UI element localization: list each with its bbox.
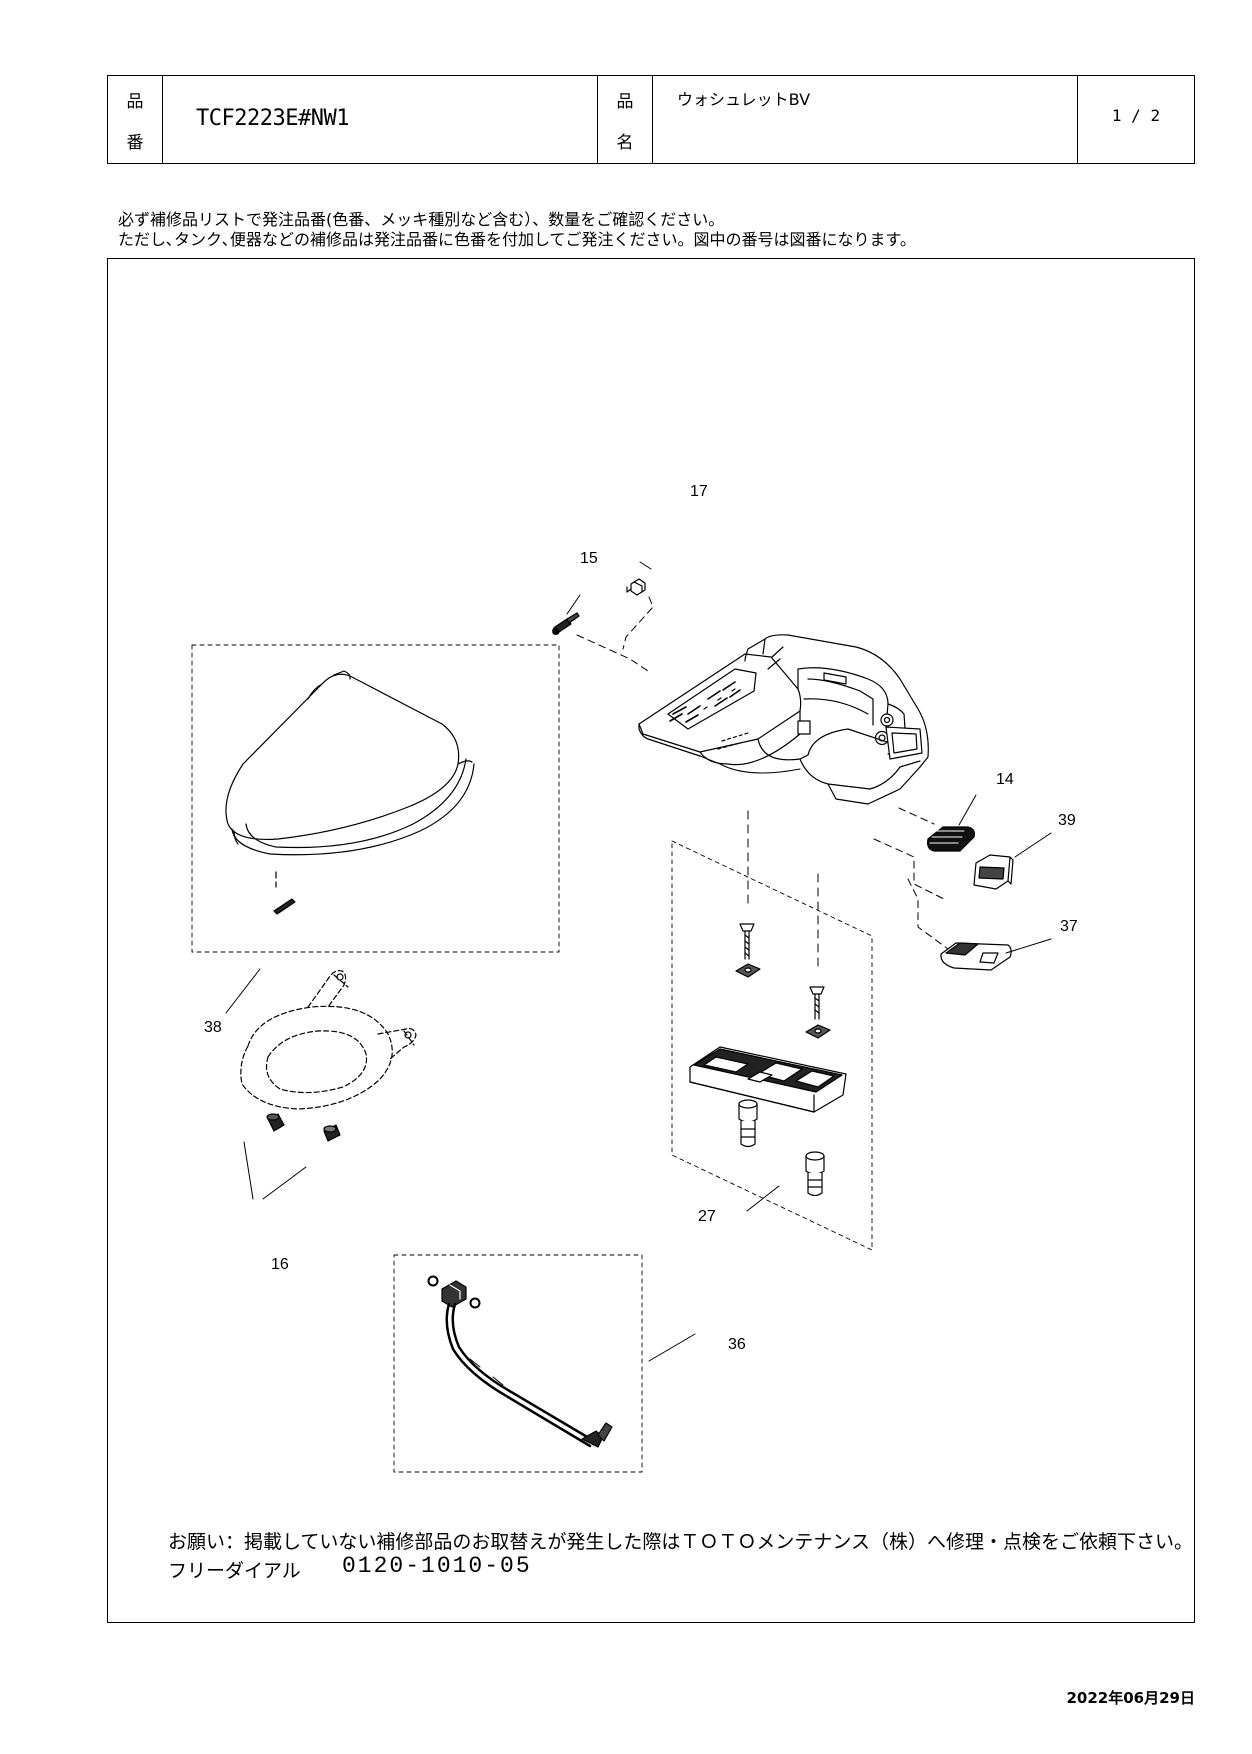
side-plate — [940, 942, 1012, 971]
mounting-plate — [689, 1046, 847, 1113]
free-dial-number: 0120-1010-05 — [342, 1553, 532, 1579]
callout-36: 36 — [728, 1336, 746, 1353]
hose-box — [393, 1254, 643, 1473]
callout-15: 15 — [580, 550, 598, 567]
leader-lines — [225, 561, 1052, 1362]
leader-15 — [639, 561, 652, 570]
leader-37 — [1005, 938, 1052, 954]
callout-27: 27 — [698, 1208, 716, 1225]
leader-14 — [958, 794, 977, 826]
product-name-label-bottom: 名 — [616, 133, 634, 153]
model-number: TCF2223E#NW1 — [196, 106, 349, 131]
notice-line-1: 必ず補修品リストで発注品番(色番、メッキ種別など含む）、数量をご確認ください。 — [118, 210, 725, 229]
mounting-washers — [735, 963, 831, 1039]
washlet-main-unit — [638, 634, 929, 805]
mounting-dash-lines — [747, 810, 819, 970]
callout-16: 16 — [271, 1256, 289, 1273]
issue-date: 2022年06月29日 — [1066, 1689, 1196, 1707]
top-screw — [552, 612, 580, 635]
callout-39: 39 — [1058, 812, 1076, 829]
callout-17: 17 — [690, 483, 708, 500]
repair-request-note: お願い：掲載していない補修部品のお取替えが発生した際はＴＯＴＯメンテナンス（株）… — [168, 1531, 1194, 1553]
notice-line-2: ただし､タンク､便器などの補修品は発注品番に色番を付加してご発注ください。図中の… — [118, 230, 916, 249]
callout-14: 14 — [996, 771, 1014, 788]
callout-38: 38 — [204, 1019, 222, 1036]
mounting-bolts — [739, 923, 825, 1020]
part-number-label-top: 品 — [126, 92, 144, 112]
product-name: ウォシュレットBV — [677, 90, 811, 109]
leader-39 — [1014, 832, 1052, 858]
leader-27 — [746, 1185, 780, 1212]
exploded-parts-diagram: 17 15 14 39 37 38 27 16 36 — [191, 483, 1078, 1473]
part-number-label-cell: 品 番 — [108, 76, 163, 163]
leader-38 — [225, 968, 261, 1014]
right-assembly-lines — [873, 807, 949, 950]
lid-pin — [273, 871, 296, 915]
toilet-lid — [225, 670, 475, 856]
product-name-cell: ウォシュレットBV — [653, 76, 1078, 163]
diagram-frame: 17 15 14 39 37 38 27 16 36 — [107, 258, 1195, 1623]
leader-17b — [566, 594, 581, 615]
part-number-cell: TCF2223E#NW1 — [163, 76, 598, 163]
callout-37: 37 — [1060, 918, 1078, 935]
page-indicator: 1 / 2 — [1111, 106, 1161, 125]
toilet-seat — [240, 970, 417, 1110]
rubber-pad — [927, 826, 975, 852]
free-dial-label: フリーダイアル — [168, 1560, 301, 1582]
leader-16 — [243, 1141, 307, 1200]
top-clip — [626, 578, 646, 596]
mounting-anchors — [738, 1099, 825, 1197]
leader-36 — [648, 1333, 696, 1362]
page-cell: 1 / 2 — [1078, 76, 1194, 163]
header-table: 品 番 TCF2223E#NW1 品 名 ウォシュレットBV 1 / 2 — [107, 75, 1195, 164]
seat-bumpers — [266, 1113, 341, 1142]
mounting-base-box — [671, 840, 873, 1251]
product-name-label-top: 品 — [616, 92, 634, 112]
top-assembly-lines — [576, 596, 654, 672]
product-name-label-cell: 品 名 — [598, 76, 653, 163]
sensor-cap — [973, 854, 1014, 890]
lid-box — [191, 644, 560, 953]
supply-hose — [427, 1275, 613, 1448]
part-number-label-bottom: 番 — [126, 133, 144, 153]
